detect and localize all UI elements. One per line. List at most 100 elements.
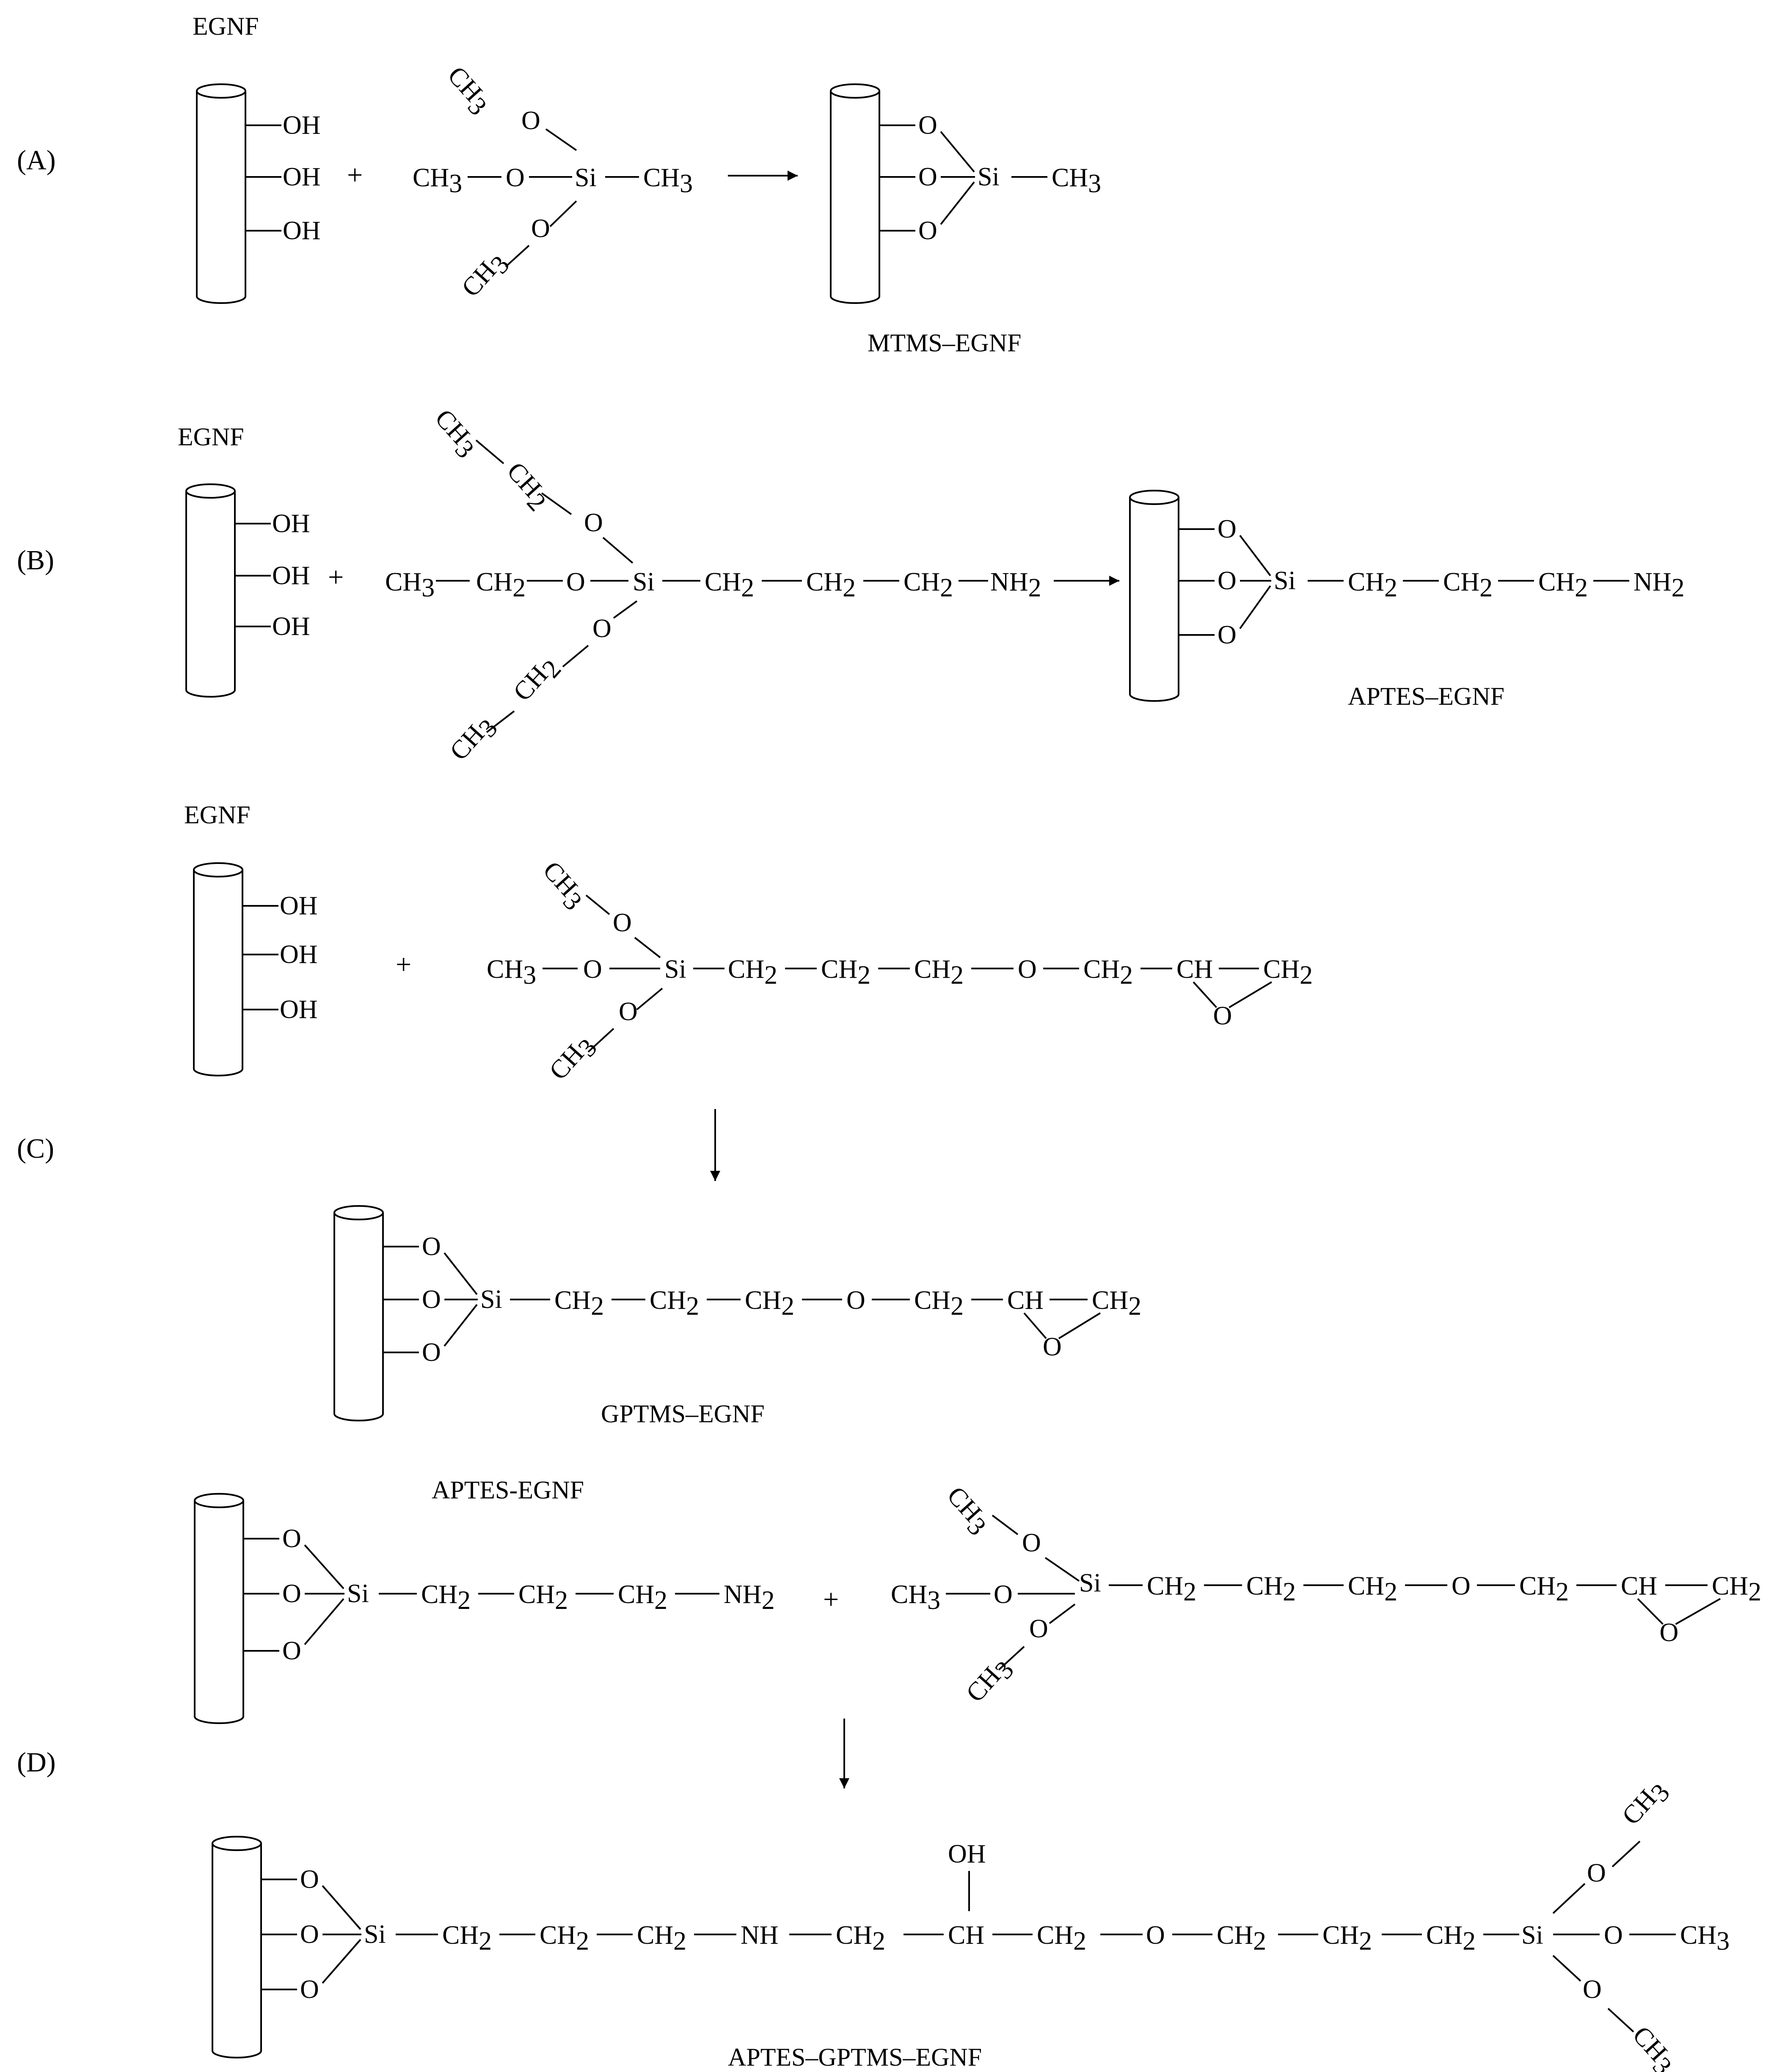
ch2-group: CH2 (618, 1580, 667, 1615)
ch2-group-text: CH2 (705, 568, 754, 602)
silicon-atom: Si (1079, 1569, 1101, 1597)
ch3-group: CH3 (1627, 2021, 1678, 2072)
ch2-group: CH2 (1348, 1572, 1397, 1606)
aptes-gptms-egnf-label: APTES–GPTMS–EGNF (728, 2043, 982, 2071)
oxygen-atom: O (918, 163, 937, 191)
plus-sign-d: + (823, 1584, 839, 1615)
ch2-group-text: CH2 (497, 457, 556, 517)
oxygen-atom: O (1452, 1572, 1471, 1600)
panel-label-c: (C) (17, 1133, 54, 1164)
ch2-group-text: CH2 (1217, 1921, 1266, 1956)
ch3-group: CH3 (1617, 1778, 1675, 1830)
silicon-atom: Si (347, 1579, 369, 1608)
formula-base: CH (1147, 1572, 1183, 1600)
o-si-bond (1239, 585, 1271, 629)
formula-subscript: 2 (512, 574, 526, 602)
formula-base: CH (745, 1286, 781, 1315)
formula-subscript: 2 (1128, 1292, 1141, 1321)
ch2-group-text: CH2 (745, 1286, 794, 1321)
ch2-group-text: CH2 (1519, 1572, 1569, 1606)
epoxide-bond (1675, 1598, 1721, 1625)
silicon-atom: Si (575, 163, 597, 192)
formula-base: CH (650, 1286, 686, 1315)
formula-subscript: 3 (449, 169, 462, 198)
aptes-egnf-reactant-label: APTES-EGNF (432, 1476, 584, 1504)
ch3-group: CH3 (891, 1580, 940, 1615)
ch2-group: CH2 (518, 1580, 568, 1615)
ch3-group-text: CH3 (1052, 163, 1101, 198)
formula-base: CH (476, 568, 512, 596)
silicon-atom: Si (364, 1920, 386, 1949)
ch2-group-text: CH2 (836, 1921, 885, 1956)
ch-group: CH (1176, 955, 1213, 984)
fiber-bottom (194, 1716, 244, 1724)
formula-base: NH (724, 1580, 762, 1609)
bond-line (613, 600, 638, 619)
ch2-group: CH2 (442, 1921, 492, 1956)
ch2-group-text: CH2 (508, 651, 567, 711)
hydroxyl-group: OH (283, 163, 321, 191)
ch3-group: CH3 (385, 568, 435, 602)
formula-subscript: 2 (950, 961, 964, 990)
bond-line (1049, 1603, 1076, 1624)
ch-group: CH (1007, 1286, 1044, 1315)
ch2-group-text: CH2 (914, 1286, 964, 1321)
bond-line (587, 1028, 614, 1053)
oxygen-atom: O (1218, 621, 1237, 649)
formula-base: CH (1263, 955, 1300, 984)
ch2-group: CH2 (904, 568, 953, 602)
oxygen-atom: O (1213, 1002, 1232, 1030)
epoxide-bond (1193, 981, 1217, 1008)
ch3-group-text: CH3 (456, 246, 515, 306)
ch2-group: CH2 (806, 568, 856, 602)
o-si-bond (444, 1304, 478, 1347)
oxygen-atom: O (1587, 1859, 1606, 1887)
ch2-group: CH2 (1037, 1921, 1086, 1956)
ch3-group-text: CH3 (438, 61, 496, 121)
nh-group: NH (741, 1921, 779, 1950)
formula-subscript: 2 (1028, 574, 1041, 602)
formula-base: CH (821, 955, 857, 984)
ch3-group: CH3 (942, 1481, 992, 1541)
ch-group: CH (948, 1921, 984, 1950)
ch2-group: CH2 (421, 1580, 471, 1615)
formula-subscript: 2 (673, 1927, 686, 1956)
formula-base: CH (1426, 1921, 1463, 1950)
formula-base: CH (914, 1286, 950, 1315)
ch3-group: CH3 (643, 163, 693, 198)
ch2-group-text: CH2 (1263, 955, 1313, 990)
ch2-group: CH2 (836, 1921, 885, 1956)
ch3-group-text: CH3 (544, 1029, 603, 1090)
o-si-bond (304, 1544, 344, 1589)
ch2-group-text: CH2 (650, 1286, 699, 1321)
oxygen-atom: O (422, 1232, 441, 1261)
formula-base: CH (1443, 568, 1479, 596)
hydroxyl-group: OH (280, 995, 318, 1024)
formula-base: CH (904, 568, 940, 596)
formula-subscript: 2 (764, 961, 777, 990)
o-si-bond (940, 131, 975, 173)
formula-subscript: 3 (421, 574, 435, 602)
ch2-group-text: CH2 (821, 955, 870, 990)
bond-line (1607, 2008, 1634, 2033)
formula-base: CH (705, 568, 741, 596)
ch3-group: CH3 (544, 1029, 603, 1090)
silicon-atom: Si (664, 955, 686, 984)
ch3-group: CH3 (487, 955, 536, 990)
formula-subscript: 2 (1748, 1578, 1761, 1606)
ch2-group-text: CH2 (1348, 1572, 1397, 1606)
formula-base: CH (1052, 163, 1088, 192)
ch2-group: CH2 (650, 1286, 699, 1321)
ch3-group: CH3 (537, 856, 588, 916)
ch2-group-text: CH2 (421, 1580, 471, 1615)
ch2-group-text: CH2 (442, 1921, 492, 1956)
formula-subscript: 2 (1283, 1578, 1296, 1606)
bond-line (486, 710, 515, 733)
oxygen-atom: O (1022, 1528, 1041, 1557)
hydroxyl-group: OH (280, 940, 318, 969)
ch2-group: CH2 (540, 1921, 589, 1956)
o-si-bond (940, 181, 975, 225)
ch2-group: CH2 (1712, 1572, 1761, 1606)
oxygen-atom: O (1029, 1614, 1048, 1643)
